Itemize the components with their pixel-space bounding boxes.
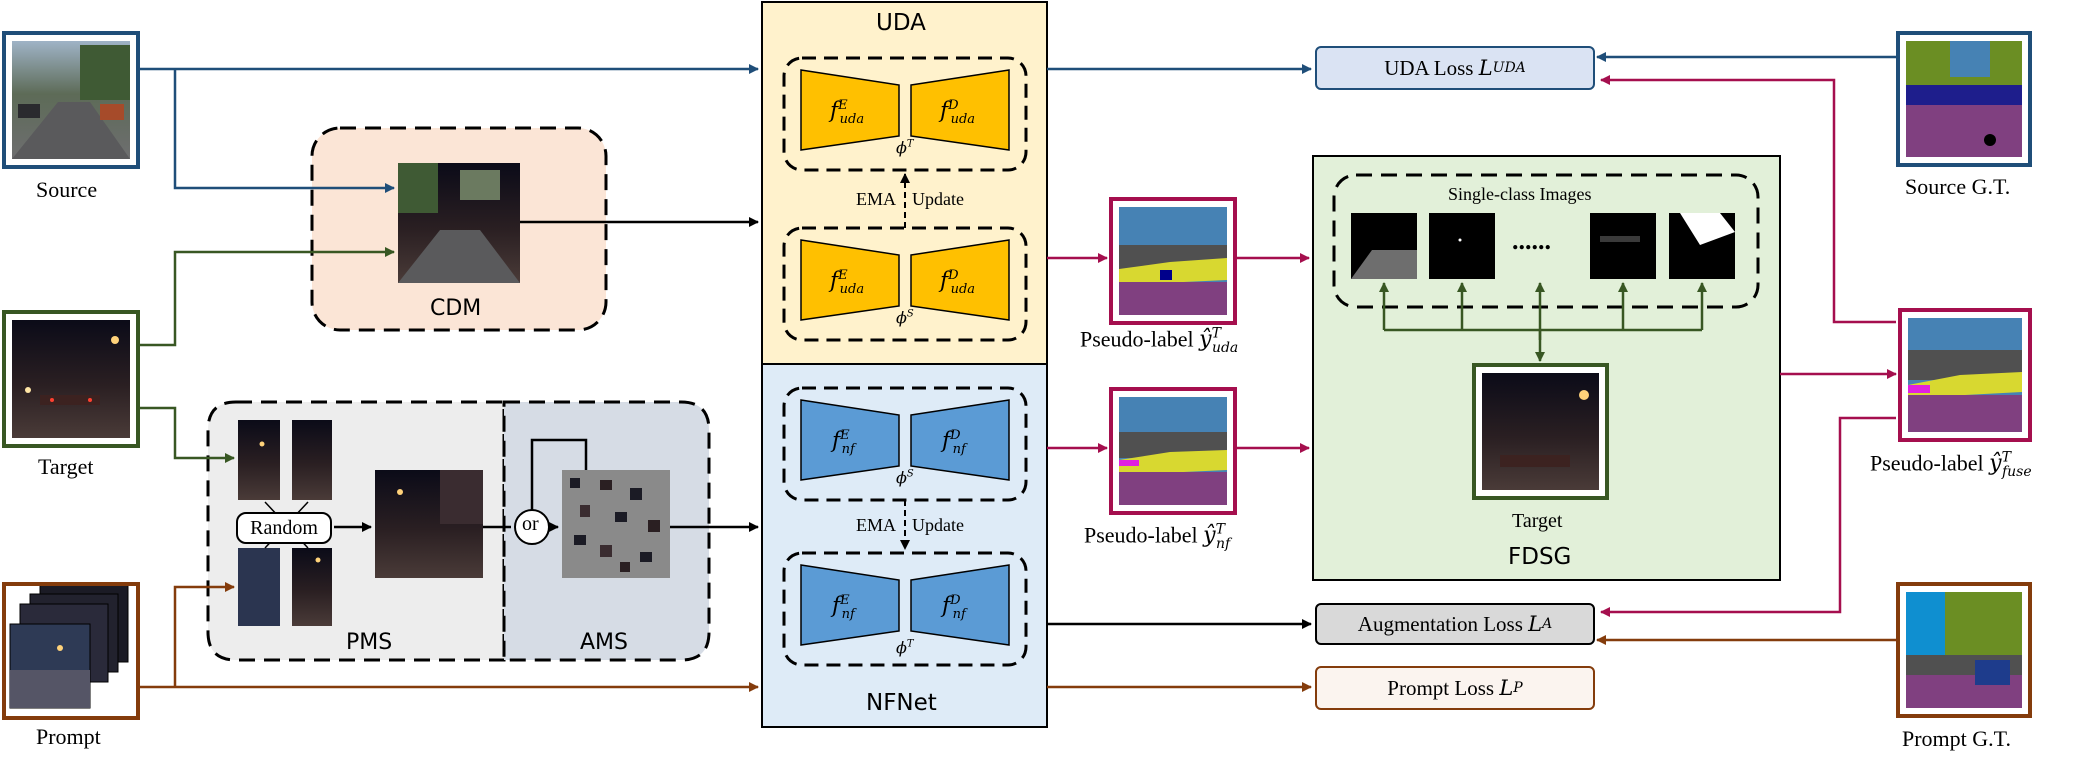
nf-ema-label: EMA	[856, 515, 896, 535]
target-connectors	[140, 247, 395, 463]
pseudo-label-nf-caption: Pseudo-label ŷTnf	[1084, 522, 1231, 552]
uda-student-block	[782, 226, 1028, 342]
pseudo-label-nf-image	[1109, 387, 1237, 515]
cdm-label: CDM	[430, 296, 482, 321]
nf-student-encoder	[800, 399, 900, 481]
nf-teacher-phi: ϕT	[896, 638, 914, 657]
fdsg-target-label: Target	[1512, 510, 1563, 532]
fdsg-target-image	[1472, 363, 1609, 500]
pseudo-label-fuse-image	[1898, 308, 2032, 442]
uda-student-phi: ϕS	[896, 308, 914, 327]
source-image	[2, 31, 140, 169]
uda-student-encoder-label: fEuda	[830, 268, 865, 297]
cdm-mixed-image	[398, 163, 520, 283]
uda-teacher-decoder	[910, 69, 1010, 151]
pms-panel	[206, 400, 506, 662]
nf-student-encoder-label: fEnf	[832, 428, 855, 457]
uda-student-decoder	[910, 239, 1010, 321]
prompt-images	[2, 582, 140, 720]
uda-update-label: Update	[912, 189, 964, 209]
ams-label: AMS	[580, 630, 628, 655]
single-class-images-title: Single-class Images	[1448, 184, 1592, 204]
uda-teacher-phi: ϕT	[896, 138, 914, 157]
nf-teacher-encoder	[800, 564, 900, 646]
uda-ema-label: EMA	[856, 189, 896, 209]
source-label: Source	[36, 177, 98, 202]
source-gt-label: Source G.T.	[1905, 174, 2011, 199]
prompt-label: Prompt	[36, 724, 101, 749]
pseudo-connectors	[1047, 75, 1897, 617]
single-class-images	[1351, 213, 1735, 279]
pseudo-label-fuse-caption: Pseudo-label ŷTfuse	[1870, 450, 2032, 480]
pseudo-label-uda-image	[1109, 197, 1237, 325]
pms-label: PMS	[346, 630, 393, 655]
pseudo-label-uda-caption: Pseudo-label ŷTuda	[1080, 326, 1239, 356]
uda-teacher-encoder-label: fEuda	[830, 98, 865, 127]
source-gt-image	[1896, 31, 2032, 167]
nf-student-decoder-label: fDnf	[942, 428, 966, 457]
uda-teacher-decoder-label: fDuda	[940, 98, 976, 127]
uda-teacher-block	[782, 56, 1028, 172]
nf-student-decoder	[910, 399, 1010, 481]
uda-teacher-encoder	[800, 69, 900, 151]
target-image	[2, 310, 140, 448]
ams-masked-image	[562, 470, 670, 578]
single-class-connectors	[1379, 282, 1707, 362]
random-box: Random	[236, 512, 332, 544]
target-label: Target	[38, 454, 94, 479]
nf-teacher-decoder-label: fDnf	[942, 593, 966, 622]
nf-teacher-decoder	[910, 564, 1010, 646]
nf-teacher-block	[782, 551, 1028, 667]
fdsg-title: FDSG	[1508, 544, 1572, 570]
uda-title: UDA	[876, 10, 926, 36]
or-label: or	[522, 513, 539, 535]
single-class-ellipsis: ......	[1512, 226, 1551, 255]
source-connectors	[140, 52, 1896, 193]
prompt-connectors	[140, 582, 1896, 692]
single-class-panel	[1332, 173, 1760, 309]
prompt-gt-label: Prompt G.T.	[1902, 726, 2011, 751]
prompt-gt-image	[1896, 582, 2032, 718]
black-connectors	[334, 217, 1312, 629]
nf-student-phi: ϕS	[896, 468, 914, 487]
nf-update-label: Update	[912, 515, 964, 535]
nf-teacher-encoder-label: fEnf	[832, 593, 855, 622]
nfnet-title: NFNet	[866, 690, 937, 716]
uda-student-decoder-label: fDuda	[940, 268, 976, 297]
pms-patches	[238, 420, 483, 626]
uda-student-encoder	[800, 239, 900, 321]
